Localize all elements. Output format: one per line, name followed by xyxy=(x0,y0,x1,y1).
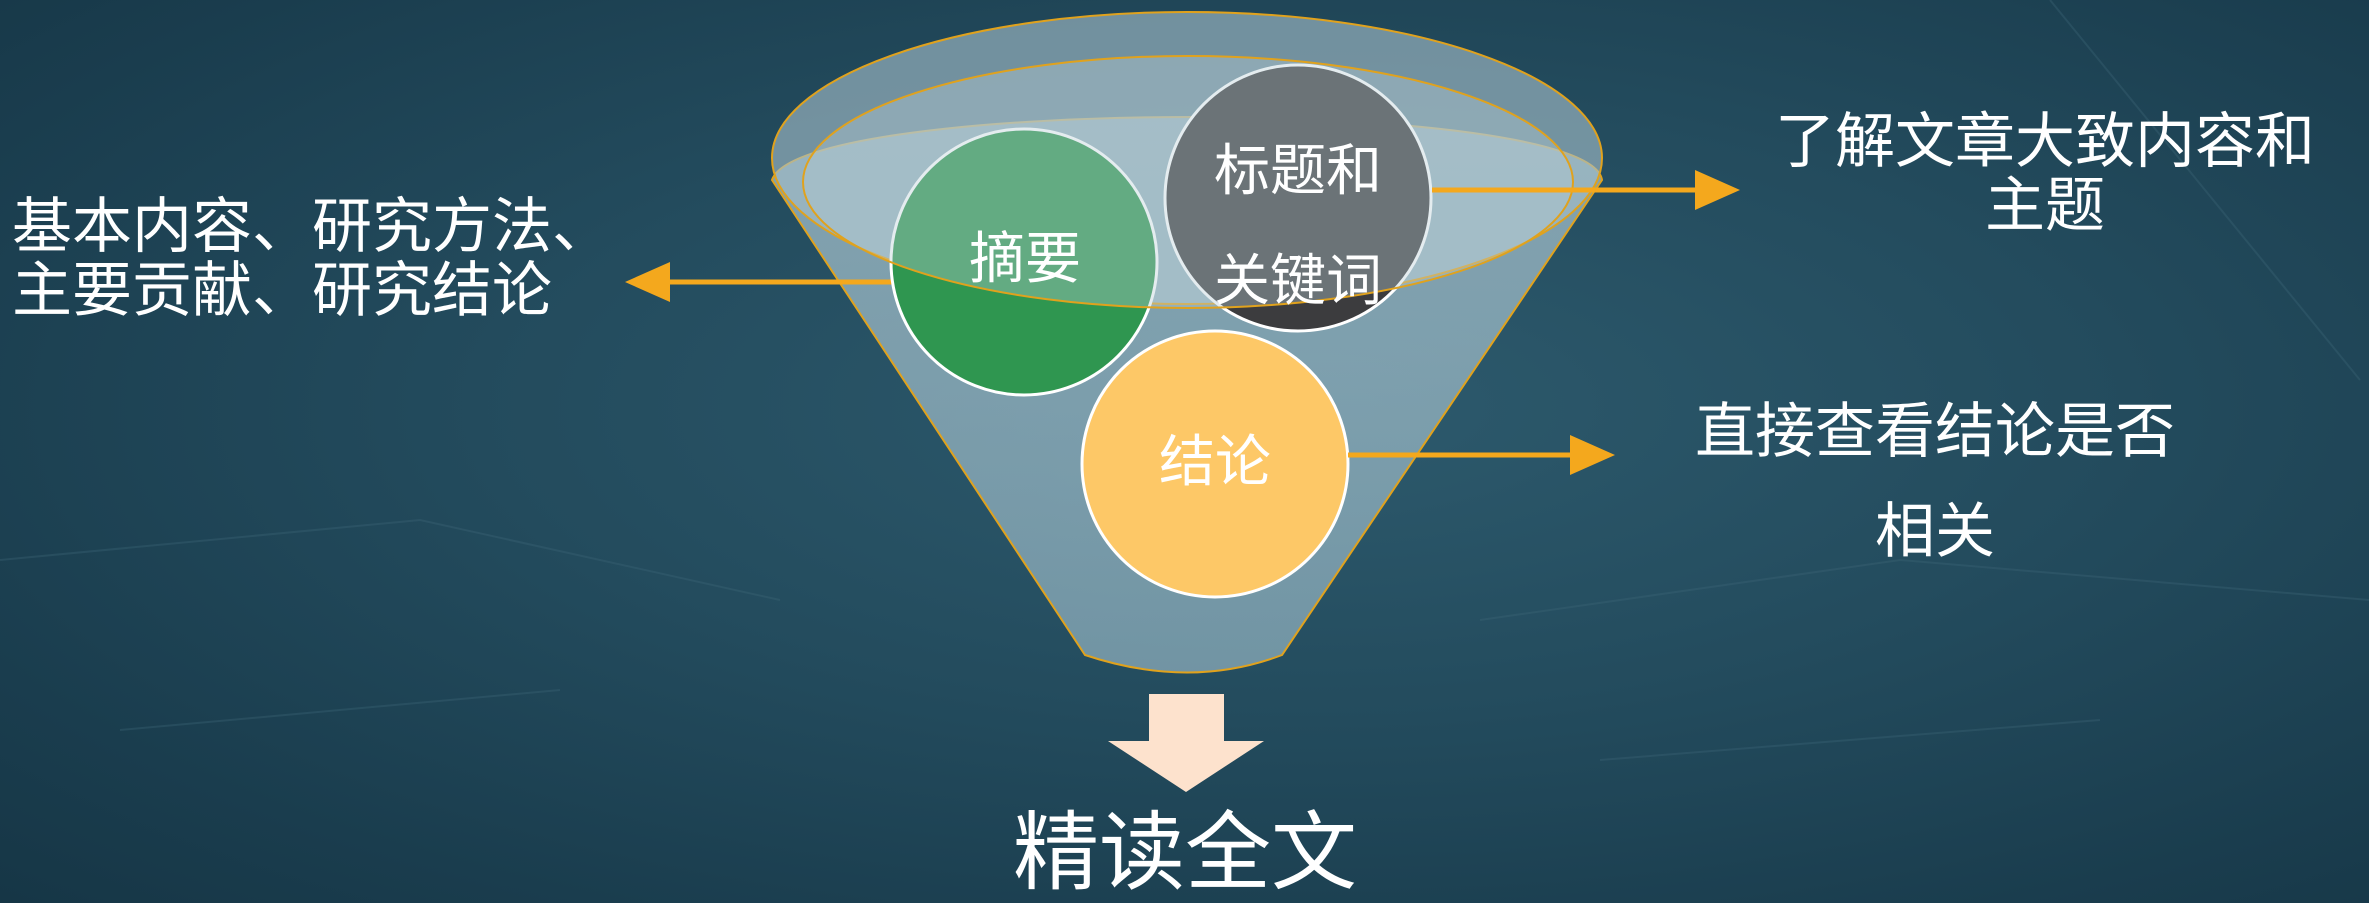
conclusion-circle-label: 结论 xyxy=(1159,430,1271,495)
down-arrow-icon xyxy=(1108,694,1264,792)
funnel-inner-rim xyxy=(802,55,1574,309)
final-step-label: 精读全文 xyxy=(1013,803,1357,903)
background-texture xyxy=(0,0,2369,761)
conclusion-circle xyxy=(1080,329,1350,599)
abstract-note: 基本内容、研究方法、 主要贡献、研究结论 xyxy=(12,192,612,326)
title-keywords-circle xyxy=(1163,63,1433,333)
abstract-circle-label: 摘要 xyxy=(969,227,1081,292)
title-note: 了解文章大致内容和 主题 xyxy=(1775,107,2315,241)
title-keywords-circle-label: 标题和 关键词 xyxy=(1214,139,1382,314)
conclusion-note: 直接查看结论是否 相关 xyxy=(1695,397,2175,567)
